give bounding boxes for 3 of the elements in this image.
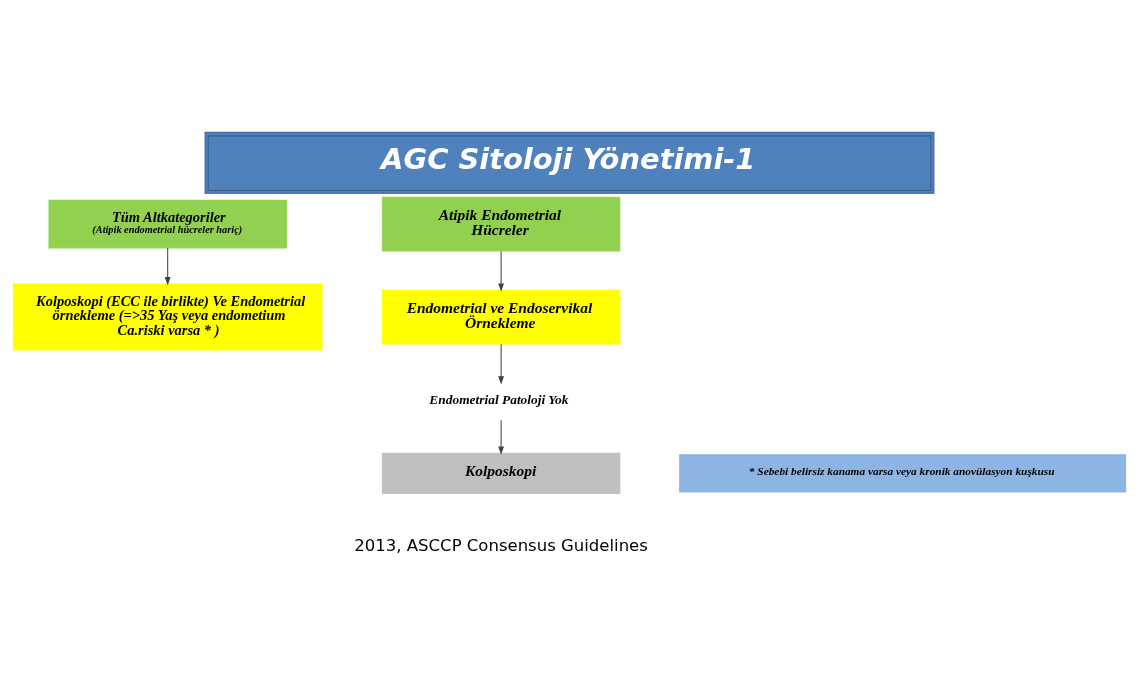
label: 2013, ASCCP Consensus Guidelines — [354, 535, 648, 555]
diagram-title: AGC Sitoloji Yönetimi-1 — [381, 141, 756, 176]
node-text: Endometrial Patoloji Yok — [429, 391, 569, 407]
